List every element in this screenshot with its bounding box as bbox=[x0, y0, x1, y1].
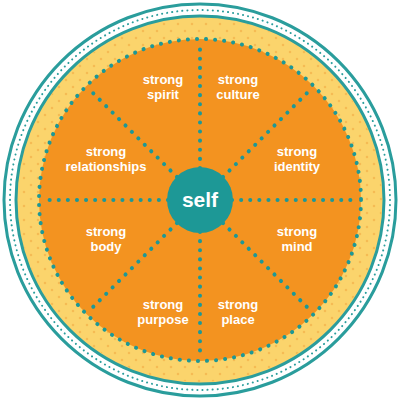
segment-label: strong body bbox=[71, 225, 141, 255]
outer-ring bbox=[4, 4, 396, 396]
wheel-segment: strong culture bbox=[203, 73, 273, 103]
segment-label: strong place bbox=[203, 298, 273, 328]
band-texture bbox=[18, 18, 382, 382]
segment-label: strong spirit bbox=[128, 73, 198, 103]
segment-label: strong identity bbox=[262, 145, 332, 175]
segment-label: strong culture bbox=[203, 73, 273, 103]
wheel-segment: strong relationships bbox=[51, 145, 161, 175]
wheel-segment: strong body bbox=[71, 225, 141, 255]
wheel-segment: strong purpose bbox=[123, 298, 203, 328]
segment-label: strong relationships bbox=[51, 145, 161, 175]
wheel-segment: strong identity bbox=[262, 145, 332, 175]
wheel-segment: strong mind bbox=[262, 225, 332, 255]
dotted-dividers bbox=[42, 42, 358, 358]
center-label: self bbox=[182, 188, 218, 212]
disc-dot-border bbox=[39, 39, 361, 361]
segment-label: strong purpose bbox=[123, 298, 203, 328]
dot-ring bbox=[10, 10, 390, 390]
orange-disc bbox=[39, 39, 361, 361]
segment-label: strong mind bbox=[262, 225, 332, 255]
yellow-band bbox=[16, 16, 384, 384]
wheel-segment: strong place bbox=[203, 298, 273, 328]
wheel-segment: strong spirit bbox=[128, 73, 198, 103]
center-circle: self bbox=[167, 167, 233, 233]
